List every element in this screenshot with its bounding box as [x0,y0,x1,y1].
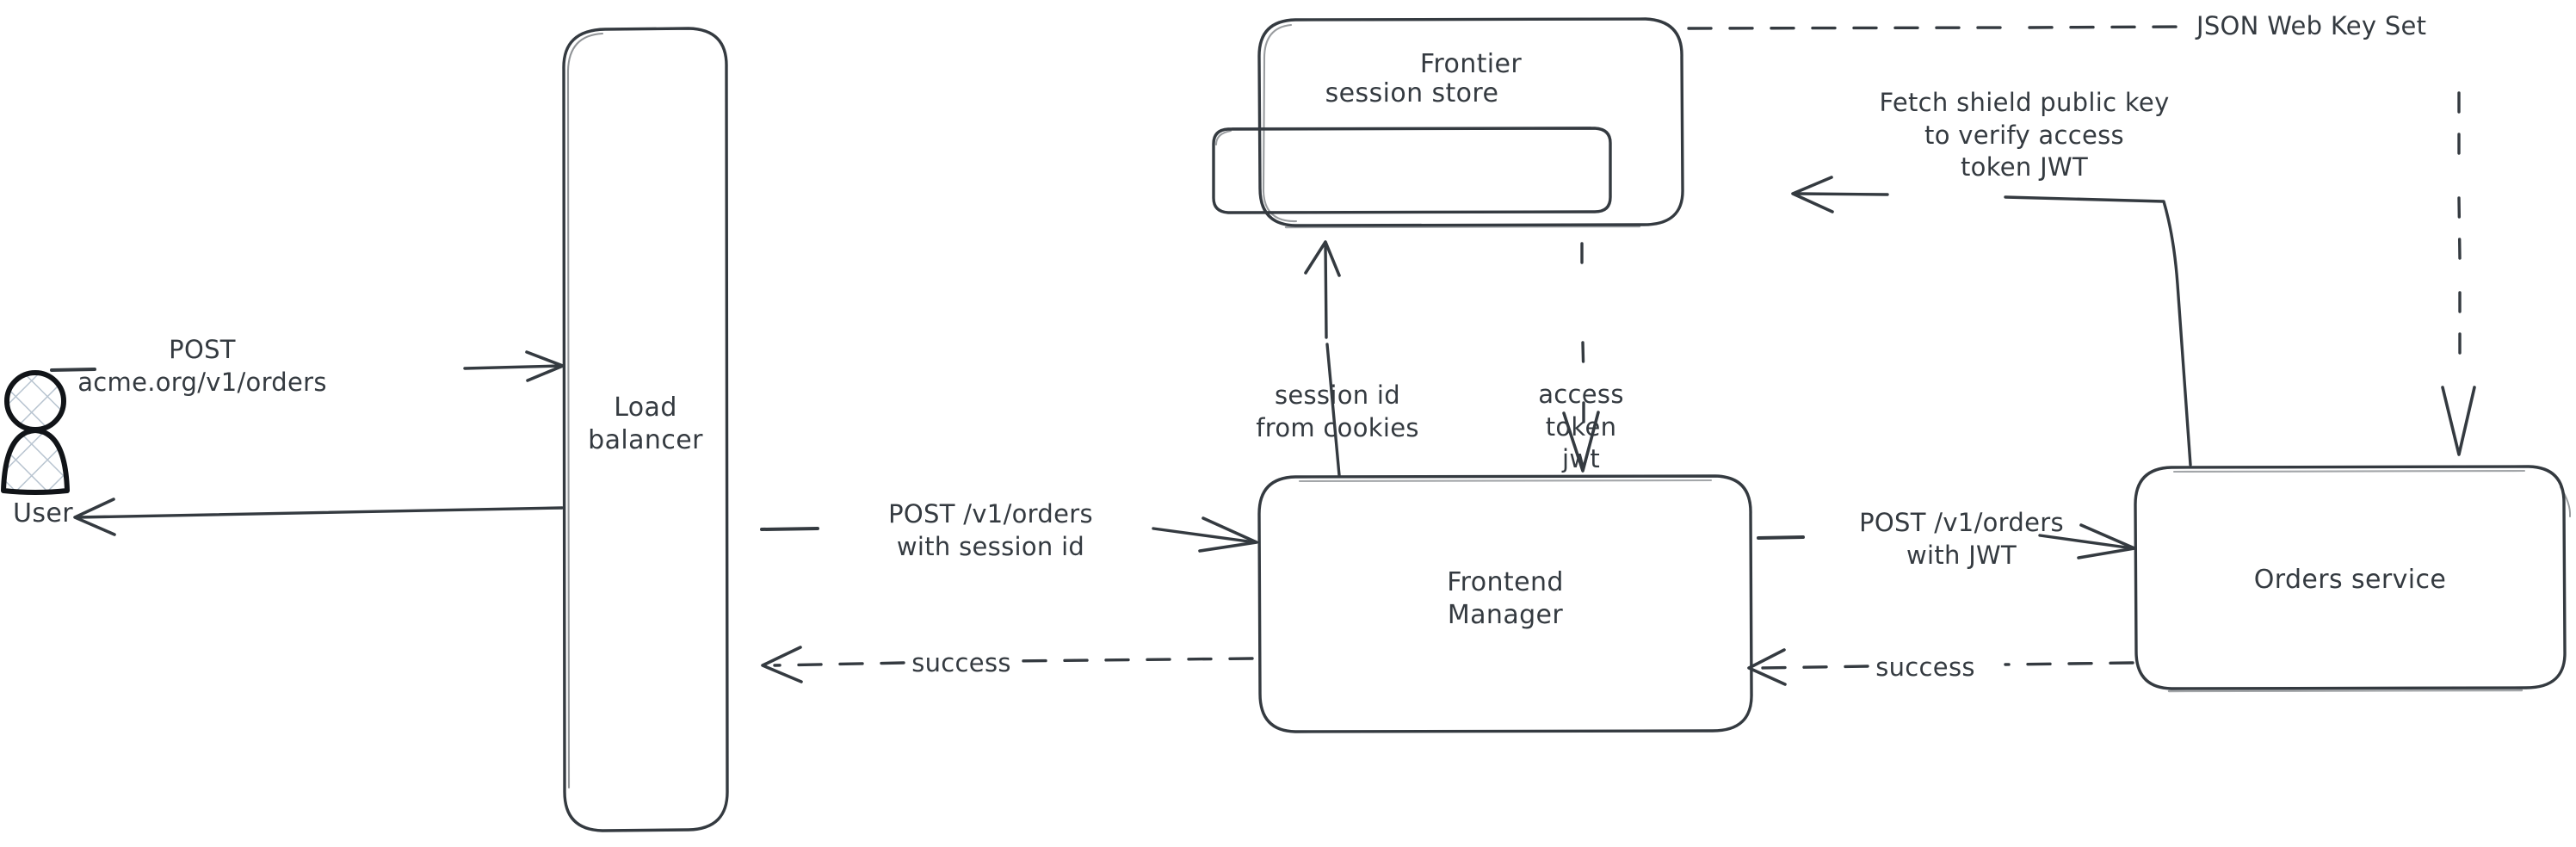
edge-frontend-manager-to-frontier [1304,240,1341,477]
edge-user-to-lb [50,350,565,382]
node-load-balancer[interactable] [562,27,729,832]
edge-lb-to-user [73,498,564,536]
edge-frontier-to-frontend-manager [1562,242,1600,473]
edge-orders-to-frontend-manager [1747,648,2134,686]
node-frontend-manager[interactable] [1257,474,1753,733]
edge-lb-to-frontend-manager [760,516,1258,553]
edge-frontend-manager-to-orders [1757,523,2136,560]
user-actor-icon [1,370,70,495]
node-frontier[interactable] [1257,17,1684,229]
edge-frontend-manager-to-lb [761,646,1254,683]
node-session-store[interactable] [1212,127,1612,214]
edge-orders-to-frontier [1791,176,2192,467]
edge-frontier-to-orders [1687,25,2476,456]
node-orders-service[interactable] [2134,465,2572,693]
